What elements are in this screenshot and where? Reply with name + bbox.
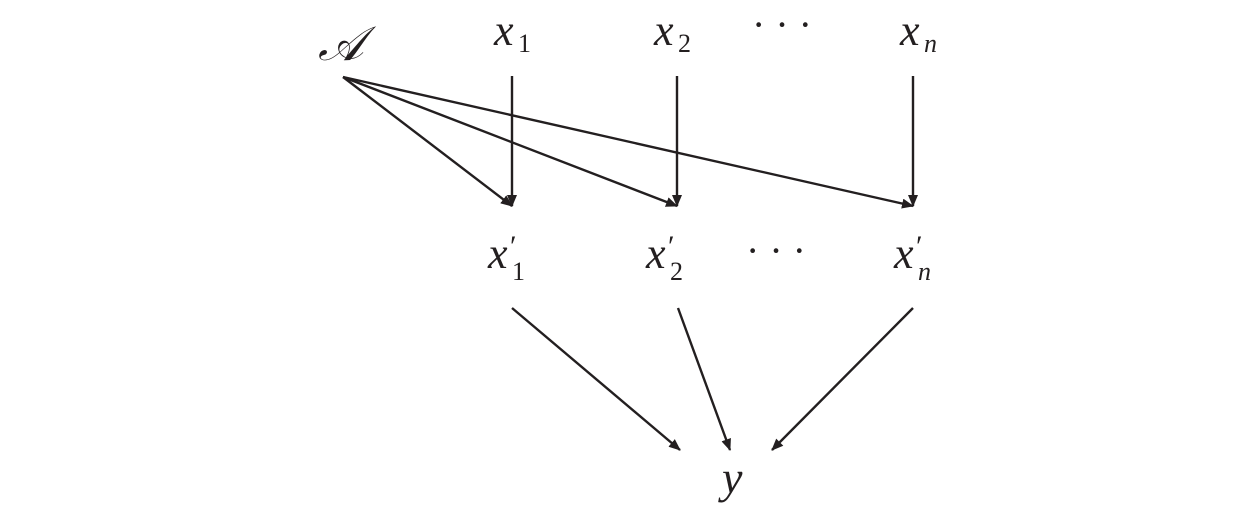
top-ellipsis: · · · [752, 2, 812, 47]
edge-a-to-x2p [342, 75, 678, 208]
node-x1-prime-base: x [487, 229, 508, 278]
node-x2-prime-sub: 2 [670, 257, 683, 286]
node-x2-base: x [653, 6, 674, 55]
edge-a-to-x1p [342, 76, 513, 207]
node-x2-prime: x ′ 2 [645, 229, 683, 286]
node-xn-base: x [899, 6, 920, 55]
node-x1-prime-sub: 1 [512, 257, 525, 286]
node-x2-sub: 2 [678, 29, 691, 58]
edge-x2p-to-y [676, 307, 732, 451]
node-xn-sub: n [924, 29, 937, 58]
node-x2-prime-base: x [645, 229, 666, 278]
node-a: 𝒜 [318, 16, 377, 72]
node-xn: x n [899, 6, 937, 58]
node-x2: x 2 [653, 6, 691, 58]
node-xn-prime: x ′ n [893, 229, 931, 286]
node-x1-sub: 1 [518, 29, 531, 58]
node-xn-prime-sub: n [918, 257, 931, 286]
edge-x1p-to-y [511, 307, 681, 451]
node-xn-prime-mark: ′ [916, 230, 923, 263]
edge-a-to-xnp [342, 75, 914, 209]
edge-xnp-to-y [771, 307, 914, 451]
edges [342, 75, 918, 451]
middle-ellipsis: · · · [746, 228, 806, 273]
node-x2-prime-mark: ′ [668, 230, 675, 263]
node-x1: x 1 [493, 6, 531, 58]
node-y: y [718, 452, 743, 503]
node-x1-base: x [493, 6, 514, 55]
node-xn-prime-base: x [893, 229, 914, 278]
node-x1-prime-mark: ′ [510, 230, 517, 263]
node-x1-prime: x ′ 1 [487, 229, 525, 286]
